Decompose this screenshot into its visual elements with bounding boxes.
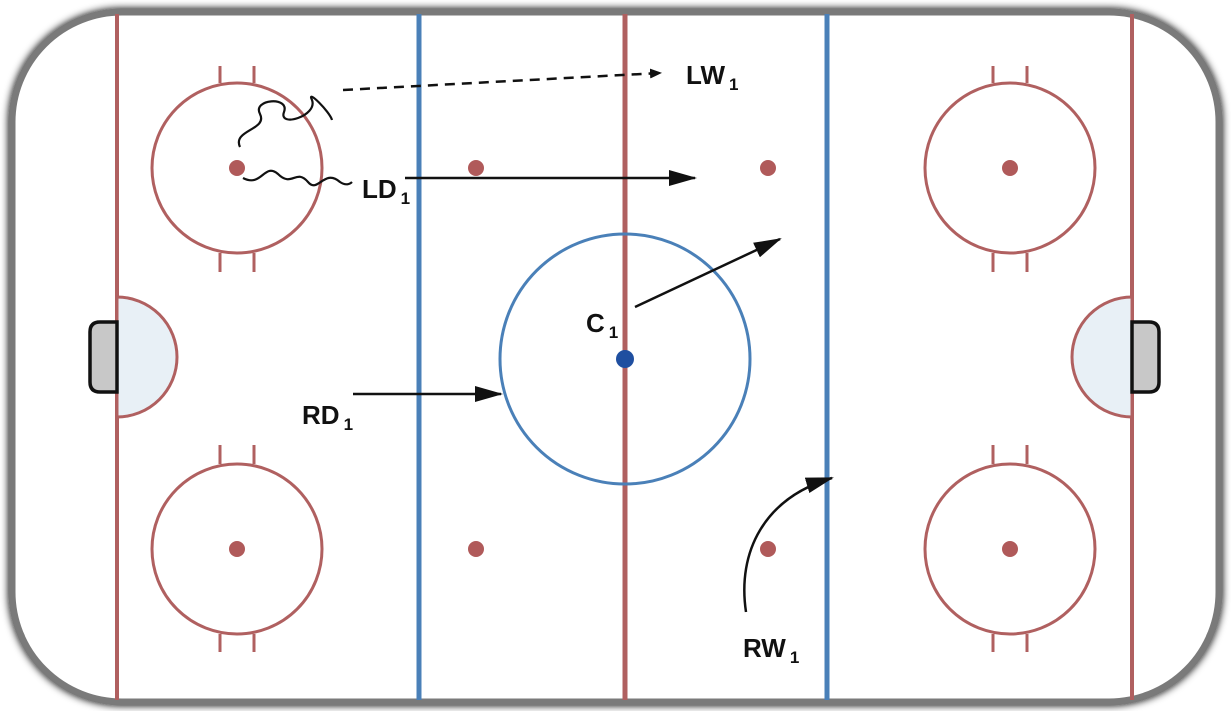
rink-boards	[8, 8, 1223, 706]
neutral-dot-bottom-right	[760, 541, 776, 557]
faceoff-circle-bottom-left	[150, 445, 324, 652]
faceoff-circle-bottom-right	[923, 445, 1097, 652]
center-dot	[616, 350, 634, 368]
neutral-dot-top-left	[468, 160, 484, 176]
faceoff-circle-top-right	[923, 66, 1097, 272]
center-circle	[498, 232, 752, 486]
lw-dashed-arrow	[342, 68, 662, 92]
neutral-dot-bottom-left	[468, 541, 484, 557]
net-right	[1130, 320, 1161, 394]
c-skating-arrow	[634, 237, 782, 309]
faceoff-circle-top-left	[150, 66, 324, 272]
rw-curved-arrow	[743, 476, 834, 613]
ld-skating-path-upper	[237, 95, 334, 148]
net-left	[88, 320, 119, 394]
goal-crease-right	[1070, 295, 1134, 419]
ld-skating-path-lower	[242, 169, 353, 187]
goal-crease-left	[115, 295, 179, 419]
neutral-dot-top-right	[760, 160, 776, 176]
